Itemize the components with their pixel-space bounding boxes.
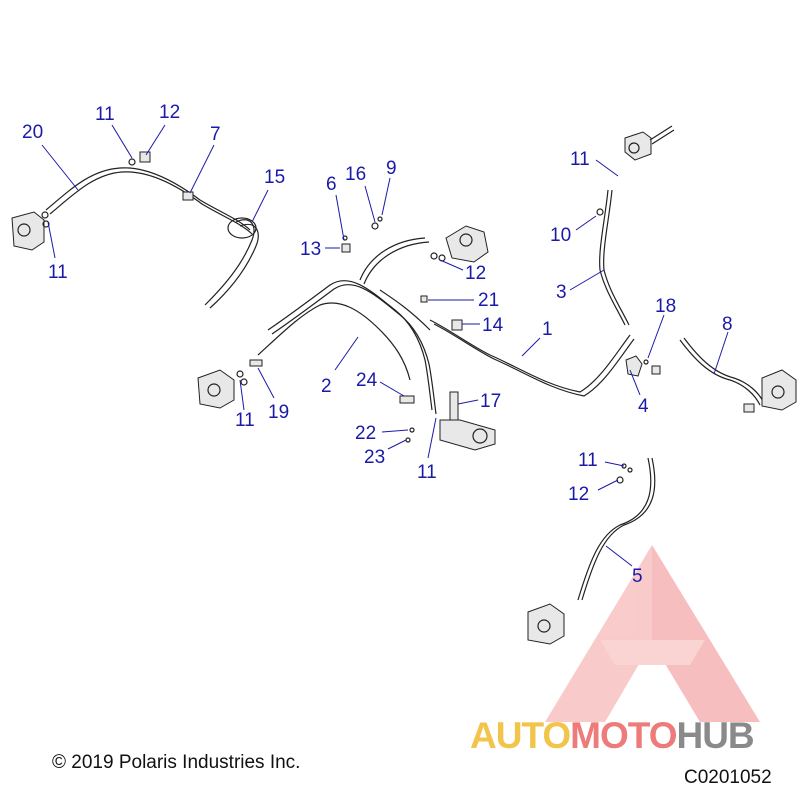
master-lever [624, 125, 675, 161]
callout-16: 16 [345, 164, 366, 185]
watermark-part-hub: HUB [676, 715, 754, 756]
callout-11: 11 [48, 262, 68, 283]
brake-line-3 [596, 189, 630, 326]
callout-9: 9 [386, 158, 397, 179]
front-left-caliper [11, 211, 50, 251]
callout-10: 10 [550, 225, 571, 246]
watermark-part-auto: AUTO [470, 715, 571, 756]
callout-12: 12 [159, 102, 180, 123]
callout-20: 20 [22, 122, 43, 143]
callout-4: 4 [638, 396, 649, 417]
callout-24: 24 [356, 370, 378, 391]
diagram-code: C0201052 [684, 767, 772, 788]
watermark-part-moto: MOTO [570, 715, 677, 756]
callout-17: 17 [480, 391, 501, 412]
brake-line-5 [577, 457, 656, 601]
callout-3: 3 [556, 282, 567, 303]
valve-4 [625, 355, 643, 377]
callout-21: 21 [478, 290, 499, 311]
brake-line-8 [679, 337, 765, 406]
callout-11: 11 [95, 104, 115, 125]
callout-11: 11 [235, 410, 255, 431]
copyright-notice: © 2019 Polaris Industries Inc. [52, 752, 301, 773]
callout-2: 2 [321, 376, 332, 397]
mid-left-caliper [197, 359, 263, 409]
callout-13: 13 [300, 239, 321, 260]
clip-7 [182, 191, 194, 201]
callout-15: 15 [264, 167, 285, 188]
small-parts-6-16-9-13 [341, 216, 383, 253]
callout-numbers: 20 11 12 7 15 11 6 16 9 13 12 21 14 1 11… [22, 102, 733, 587]
callout-18: 18 [655, 296, 676, 317]
right-caliper [743, 369, 797, 413]
brake-line-upper-mid [359, 237, 431, 331]
brake-line-1 [429, 319, 635, 397]
fitting-18 [643, 359, 661, 375]
callout-5: 5 [632, 566, 643, 587]
callout-23: 23 [364, 447, 385, 468]
callout-14: 14 [482, 315, 504, 336]
master-cylinder-17 [439, 391, 496, 451]
callout-6: 6 [326, 174, 337, 195]
rear-caliper [527, 603, 565, 645]
callout-11: 11 [570, 149, 590, 170]
junction-14 [451, 319, 463, 331]
callout-11: 11 [578, 450, 598, 471]
callout-12: 12 [568, 484, 589, 505]
callout-8: 8 [722, 314, 733, 335]
brake-line-2 [257, 280, 437, 415]
brake-line-15 [204, 217, 259, 309]
callout-7: 7 [210, 124, 221, 145]
callout-12: 12 [465, 263, 486, 284]
caliper-upper-mid [430, 225, 489, 263]
watermark-wordmark: AUTOMOTOHUB [470, 715, 755, 756]
watermark-logo [545, 545, 760, 722]
callout-11: 11 [417, 462, 437, 483]
callout-22: 22 [355, 423, 376, 444]
fitting-12-top [128, 151, 151, 166]
callout-1: 1 [542, 319, 553, 340]
brake-line-20 [45, 167, 253, 235]
small-parts-11-12-bottom [616, 463, 633, 484]
fitting-24 [399, 395, 415, 404]
leader-lines [41, 124, 729, 567]
tee-fitting-21 [420, 295, 428, 303]
callout-19: 19 [268, 402, 289, 423]
